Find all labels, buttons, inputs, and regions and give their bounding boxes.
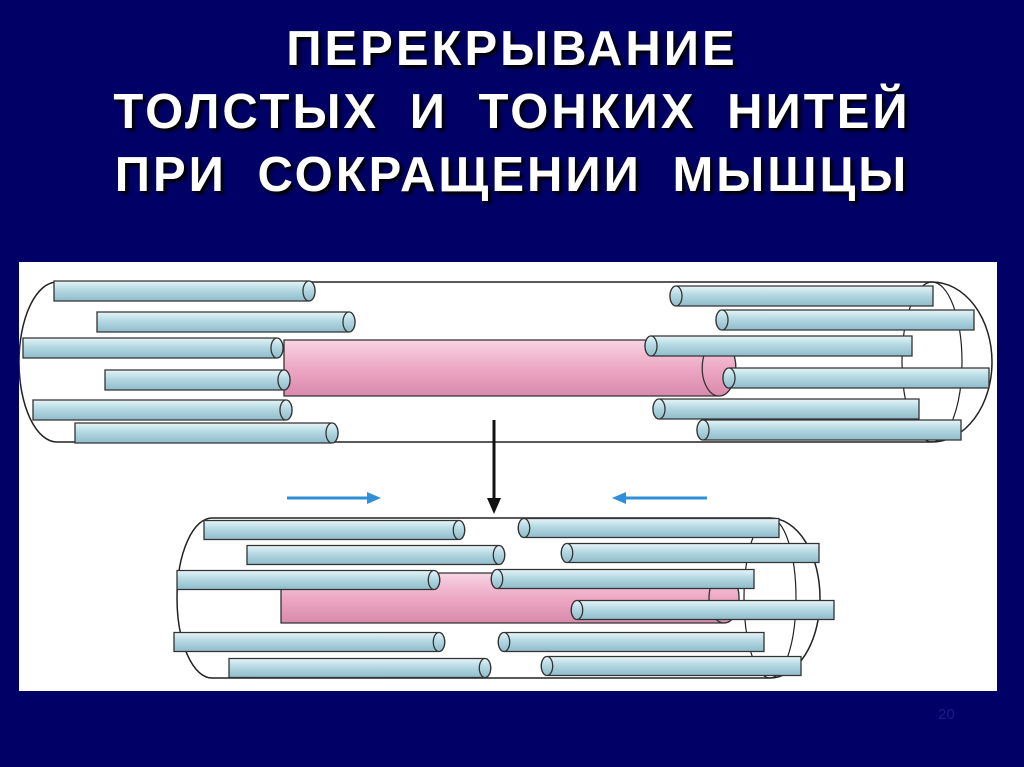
down-arrow-icon xyxy=(487,420,501,514)
relaxed-thin-filament-left-2 xyxy=(96,311,356,333)
page-number: 20 xyxy=(938,706,955,723)
contracted-thin-filament-left-1 xyxy=(203,519,466,541)
contracted-thin-filament-right-2 xyxy=(560,542,820,564)
relaxed-thin-filament-right-3 xyxy=(644,335,913,357)
sarcomere-diagram xyxy=(19,262,997,691)
contracted-z-disc-right xyxy=(743,517,797,679)
relaxed-thin-filament-left-1 xyxy=(53,280,316,302)
relaxed-thin-filament-left-3 xyxy=(22,337,284,359)
right-arrow-icon xyxy=(287,492,381,504)
contracted-thin-filament-right-4 xyxy=(570,599,835,621)
relaxed-thin-filament-right-4 xyxy=(722,367,990,389)
relaxed-thin-filament-left-4 xyxy=(104,369,291,391)
relaxed-sarcomere xyxy=(19,280,993,444)
title-line-3: ПРИ СОКРАЩЕНИИ МЫШЦЫ xyxy=(114,148,910,202)
slide-title: ПЕРЕКРЫВАНИЕ ТОЛСТЫХ И ТОНКИХ НИТЕЙ ПРИ … xyxy=(0,18,1024,207)
contracted-thin-filament-right-6 xyxy=(540,655,802,677)
relaxed-thin-filament-left-5 xyxy=(32,399,293,421)
left-arrow-icon xyxy=(612,492,707,504)
title-line-2: ТОЛСТЫХ И ТОНКИХ НИТЕЙ xyxy=(113,85,911,139)
contracted-thin-filament-right-1 xyxy=(517,517,780,539)
contracted-thin-filament-left-3 xyxy=(176,569,441,591)
contracted-thin-filament-left-5 xyxy=(228,657,492,679)
contracted-sarcomere xyxy=(173,517,835,679)
contracted-thin-filament-right-3 xyxy=(490,568,755,590)
relaxed-thin-filament-right-1 xyxy=(669,285,934,307)
relaxed-thin-filament-left-6 xyxy=(74,422,339,444)
relaxed-z-disc-right xyxy=(901,281,963,443)
contracted-thin-filament-left-4 xyxy=(173,631,446,653)
relaxed-thin-filament-right-6 xyxy=(696,419,962,441)
relaxed-thin-filament-right-2 xyxy=(715,309,975,331)
contracted-thin-filament-left-2 xyxy=(246,544,506,566)
contracted-thin-filament-right-5 xyxy=(497,631,765,653)
relaxed-thin-filament-right-5 xyxy=(652,398,920,420)
title-line-1: ПЕРЕКРЫВАНИЕ xyxy=(286,22,738,76)
